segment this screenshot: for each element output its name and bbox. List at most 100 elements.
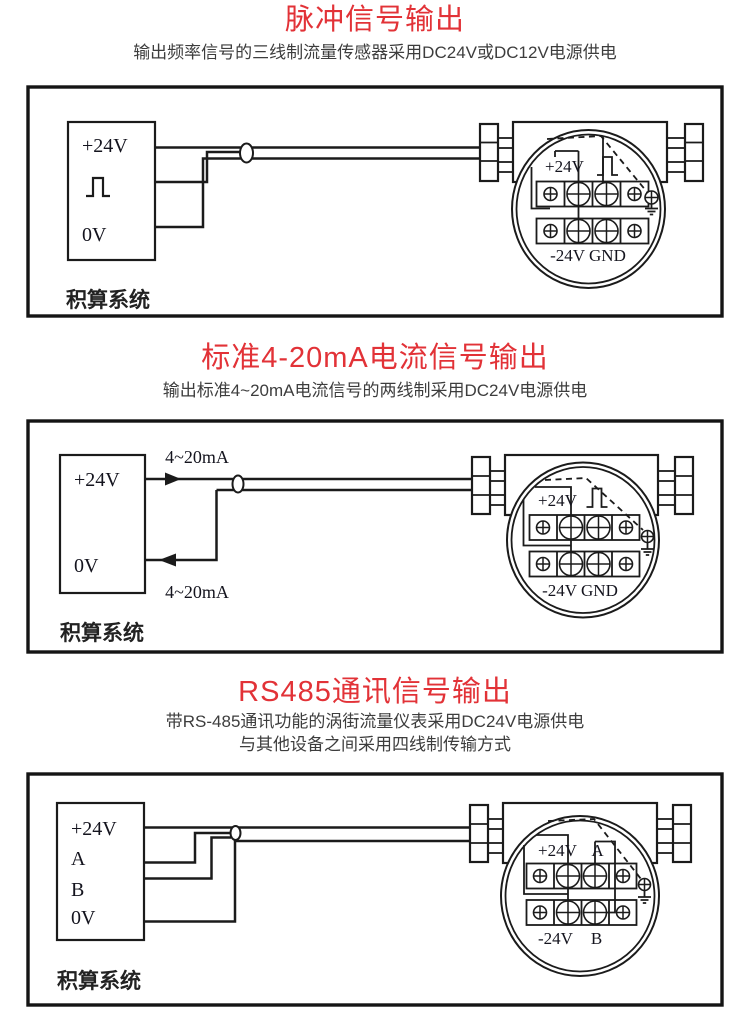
system-label: 积算系统 [57, 969, 141, 993]
wire [523, 845, 568, 895]
terminal-screw [555, 900, 581, 925]
flange-right [683, 122, 705, 183]
wire [522, 499, 571, 547]
terminal-screw [532, 868, 548, 884]
diagram-frame [26, 772, 724, 1007]
ground-icon [644, 190, 659, 216]
wire [155, 150, 240, 184]
system-box [66, 120, 157, 262]
diagram-frame [26, 419, 724, 654]
arrow-left-icon [159, 553, 176, 567]
section2-title: 标准4-20mA电流信号输出 [201, 342, 549, 374]
pulse-icon [86, 176, 110, 198]
wire [145, 490, 218, 562]
arrow-right-icon [165, 472, 181, 486]
wire [144, 836, 231, 880]
cover-outer [511, 129, 666, 289]
pin-label: +24V [82, 135, 128, 157]
terminal-label: +24V [545, 157, 585, 176]
ground-wire-dashed [546, 135, 648, 193]
section2-diagram: +24V 0V 积算系统 4~20mA 4~20mA +24V [26, 419, 724, 654]
wire [530, 167, 550, 210]
flange-right [671, 803, 693, 864]
system-box [55, 801, 146, 942]
terminal-screw [543, 186, 558, 202]
terminal-screw [586, 515, 611, 540]
terminal-screw [627, 186, 642, 202]
terminal-label: B [591, 929, 602, 948]
terminal-screw [535, 556, 551, 572]
diagram-frame [26, 85, 724, 318]
terminal-screw [566, 218, 591, 244]
neck [489, 470, 506, 482]
terminal-label: -24V GND [542, 581, 618, 600]
section3-diagram: +24V A B 0V 积算系统 +24V A [26, 772, 724, 1007]
flange-right-lines [673, 823, 691, 844]
neck [666, 137, 686, 149]
flange-left [468, 803, 490, 864]
flange-right-lines [675, 475, 693, 496]
terminal-strip-bottom [528, 550, 641, 578]
section2-subtitle: 输出标准4~20mA电流信号的两线制采用DC24V电源供电 [162, 381, 588, 400]
neck [497, 137, 514, 149]
section3-title: RS485通讯信号输出 [238, 676, 512, 708]
flange-left-lines [470, 823, 488, 844]
terminal-screw [543, 223, 558, 239]
ground-icon [640, 529, 655, 556]
section3-subtitle-line1: 带RS-485通讯功能的涡街流量仪表采用DC24V电源供电 [165, 712, 585, 731]
section1-title: 脉冲信号输出 [284, 4, 465, 36]
terminal-label: +24V [538, 841, 578, 860]
ground-wire-dashed [547, 818, 642, 880]
flange-left-lines [480, 141, 498, 162]
pulse-icon [597, 156, 618, 176]
pin-label: +24V [71, 818, 117, 840]
pin-label: 0V [74, 555, 99, 577]
terminal-screw [586, 551, 611, 577]
wire [155, 157, 480, 229]
cable-ferrule [239, 142, 254, 164]
flowmeter: +24V -24V GND [478, 120, 705, 289]
ground-icon [637, 877, 652, 904]
neck [487, 842, 504, 854]
terminal-screw [627, 223, 642, 239]
terminal-label: A [591, 841, 604, 860]
terminal-screw [618, 520, 634, 535]
neck [497, 161, 514, 173]
pin-label: 0V [71, 907, 96, 929]
terminal-screw [535, 520, 551, 535]
cable-ferrule [229, 825, 242, 841]
terminal-screw [594, 181, 619, 207]
terminal-screw [615, 868, 631, 884]
terminal-strip-top [525, 862, 638, 890]
cover-inner [515, 133, 662, 285]
terminal-screw [555, 863, 581, 889]
section1-diagram: +24V 0V 积算系统 +24V [26, 85, 724, 318]
cover-outer [500, 815, 660, 977]
flange-left [478, 122, 500, 183]
terminal-strip-bottom [525, 899, 638, 926]
neck [489, 494, 506, 506]
neck [657, 470, 676, 482]
flowmeter: +24V -24V GND [470, 453, 695, 619]
terminal-label: +24V [538, 491, 578, 510]
terminal-screw [558, 551, 584, 577]
flange-left-lines [472, 475, 490, 496]
terminal-screw [558, 515, 584, 540]
terminal-label: -24V [538, 929, 574, 948]
wire [144, 839, 470, 923]
terminal-screw [566, 181, 591, 207]
terminal-screw [618, 556, 634, 572]
flange-right [673, 455, 695, 516]
terminal-strip-top [528, 514, 641, 541]
terminal-strip-top [535, 180, 650, 208]
flange-left [470, 455, 492, 516]
neck [656, 842, 674, 854]
wire [554, 150, 579, 157]
section1-subtitle: 输出频率信号的三线制流量传感器采用DC24V或DC12V电源供电 [133, 43, 617, 62]
terminal-strip-bottom [535, 217, 650, 245]
pin-label: A [71, 848, 86, 870]
terminal-screw [594, 218, 619, 244]
terminal-screw [615, 905, 631, 920]
terminal-screw [582, 863, 608, 889]
